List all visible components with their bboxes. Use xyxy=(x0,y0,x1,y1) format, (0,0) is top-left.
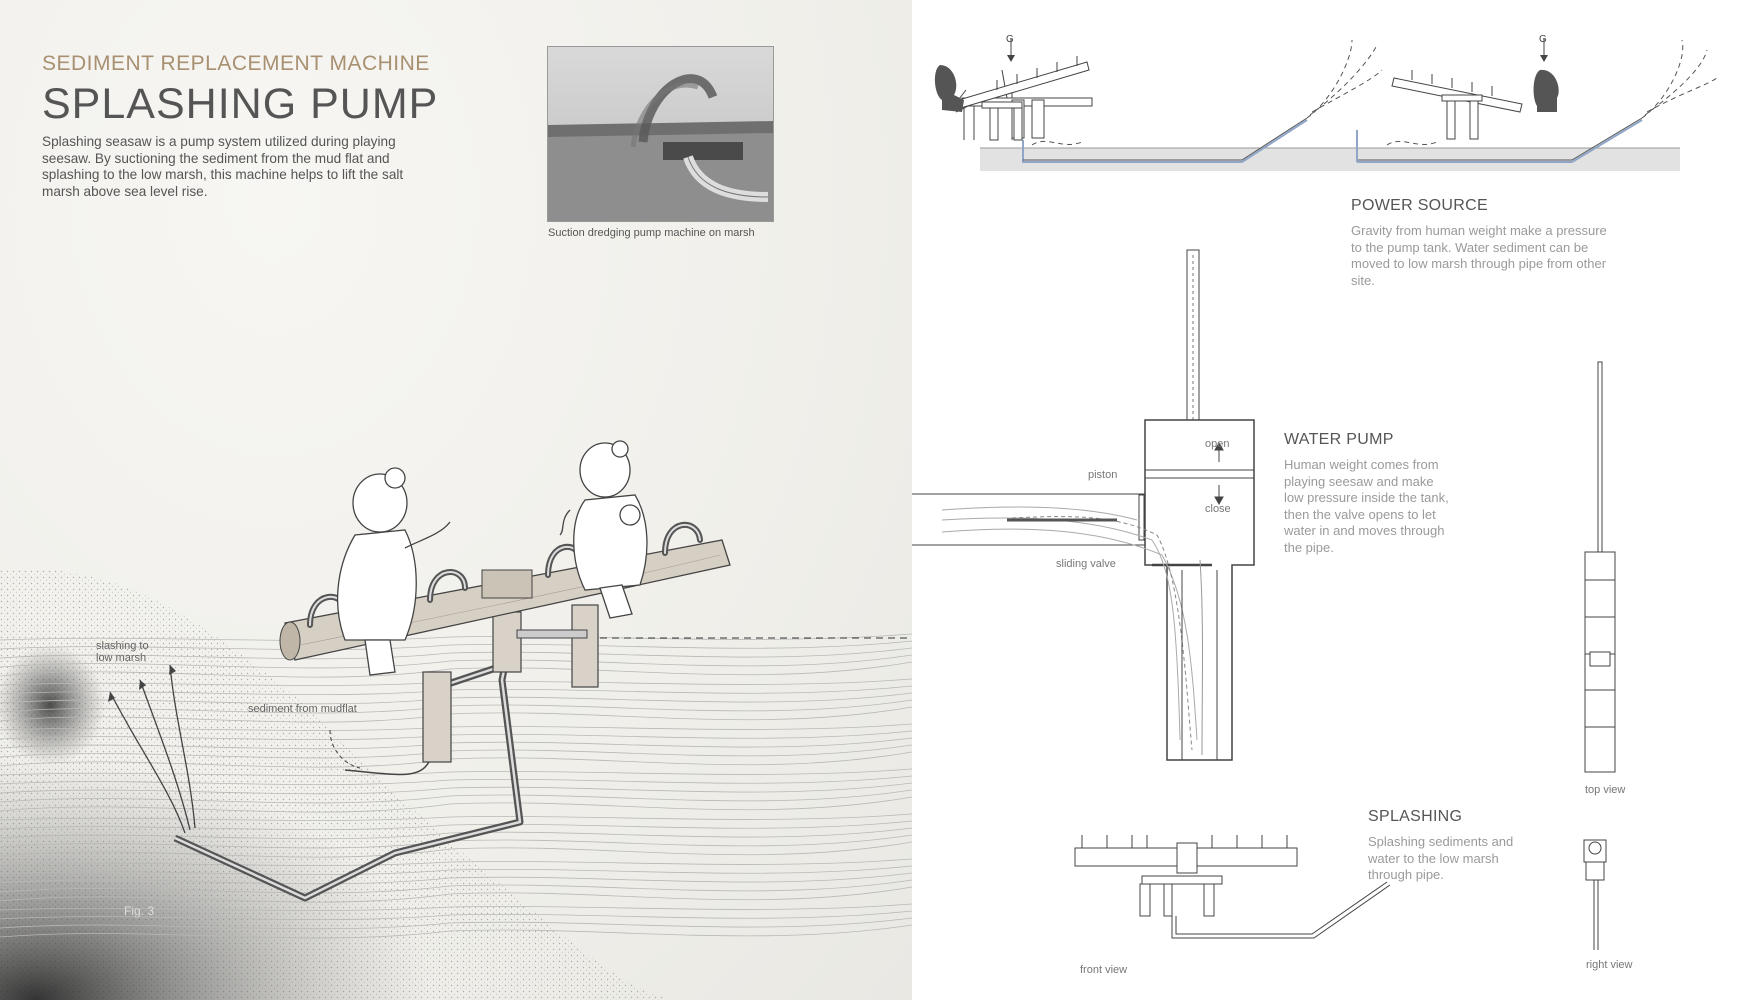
technical-drawings xyxy=(912,38,1718,950)
pump-crossbar xyxy=(516,629,588,639)
label-sliding-valve: sliding valve xyxy=(1056,558,1116,570)
splash-dashes-2 xyxy=(1386,39,1718,146)
label-piston: piston xyxy=(1088,469,1118,481)
dark-marsh-spot xyxy=(0,645,105,765)
flow-line xyxy=(0,858,912,866)
power-source-heading: POWER SOURCE xyxy=(1351,197,1488,214)
dredging-photo-image xyxy=(548,47,773,221)
left-panel: SEDIMENT REPLACEMENT MACHINE SPLASHING P… xyxy=(0,0,912,1000)
flow-line xyxy=(0,886,912,903)
water-pump-text: Human weight comes from playing seesaw a… xyxy=(1284,457,1449,555)
pump-section xyxy=(912,249,1255,761)
flow-line xyxy=(0,879,912,894)
splashing-heading: SPLASHING xyxy=(1368,808,1463,825)
dredging-photo xyxy=(547,46,774,222)
flow-line xyxy=(0,640,912,651)
flow-line xyxy=(0,647,912,660)
gravity-label-1: G xyxy=(1006,34,1014,45)
seated-person-2 xyxy=(1533,69,1559,112)
flow-line xyxy=(0,924,912,939)
label-right-view: right view xyxy=(1586,959,1633,971)
photo-caption: Suction dredging pump machine on marsh xyxy=(548,227,755,239)
flow-line xyxy=(0,865,912,876)
flow-line xyxy=(0,768,912,776)
intro-paragraph: Splashing seasaw is a pump system utiliz… xyxy=(42,134,404,199)
splash-arrows xyxy=(109,664,196,834)
label-sediment-from-mudflat: sediment from mudflat xyxy=(248,703,357,715)
flow-line xyxy=(0,782,912,795)
flow-line xyxy=(0,910,912,921)
water-pump-heading: WATER PUMP xyxy=(1284,431,1394,448)
flow-line xyxy=(0,654,912,669)
flow-line xyxy=(0,903,912,911)
splashing-text: Splashing sediments and water to the low… xyxy=(1368,834,1514,882)
power-source-text: Gravity from human weight make a pressur… xyxy=(1351,223,1607,288)
top-view-drawing xyxy=(1584,361,1616,773)
flow-line xyxy=(0,813,912,821)
label-open: open xyxy=(1205,438,1230,450)
seated-person-1 xyxy=(934,65,964,112)
flow-line xyxy=(0,796,912,813)
flow-line xyxy=(0,820,912,831)
axonometric-drawing xyxy=(0,440,912,1000)
ground-strip xyxy=(980,148,1680,171)
page-subtitle: SEDIMENT REPLACEMENT MACHINE xyxy=(42,52,430,75)
label-top-view: top view xyxy=(1585,784,1626,796)
flow-line xyxy=(0,872,912,885)
flow-line xyxy=(0,917,912,930)
splash-arrowheads xyxy=(108,665,176,702)
flow-line xyxy=(0,789,912,804)
front-view-drawing xyxy=(1074,835,1391,939)
pump-cylinders xyxy=(422,604,599,763)
right-panel: G G POWER SOURCE Gravity from human weig… xyxy=(912,0,1750,1000)
suction-hose xyxy=(344,759,431,776)
flow-line xyxy=(0,827,912,840)
flow-line xyxy=(0,775,912,786)
page-title: SPLASHING PUMP xyxy=(42,80,439,128)
label-close: close xyxy=(1205,503,1231,515)
splash-dashes-1 xyxy=(1031,39,1383,146)
right-view-drawing xyxy=(1583,839,1607,950)
child-left-figure xyxy=(336,467,451,676)
child-right-figure xyxy=(559,440,648,619)
label-splash-line2: low marsh xyxy=(96,652,147,664)
section-scene-2 xyxy=(1356,117,1643,163)
flow-line xyxy=(0,661,912,678)
flow-line xyxy=(0,841,912,858)
figure-number: Fig. 3 xyxy=(124,904,155,918)
section-seesaw-2 xyxy=(1391,70,1523,140)
label-splash-line1: slashing to xyxy=(96,640,149,652)
flow-line xyxy=(0,633,912,641)
label-splash-to-low-marsh: slashing to low marsh xyxy=(96,640,149,664)
seesaw-pivot xyxy=(481,569,533,599)
gravity-label-2: G xyxy=(1539,34,1547,45)
label-front-view: front view xyxy=(1080,964,1128,976)
